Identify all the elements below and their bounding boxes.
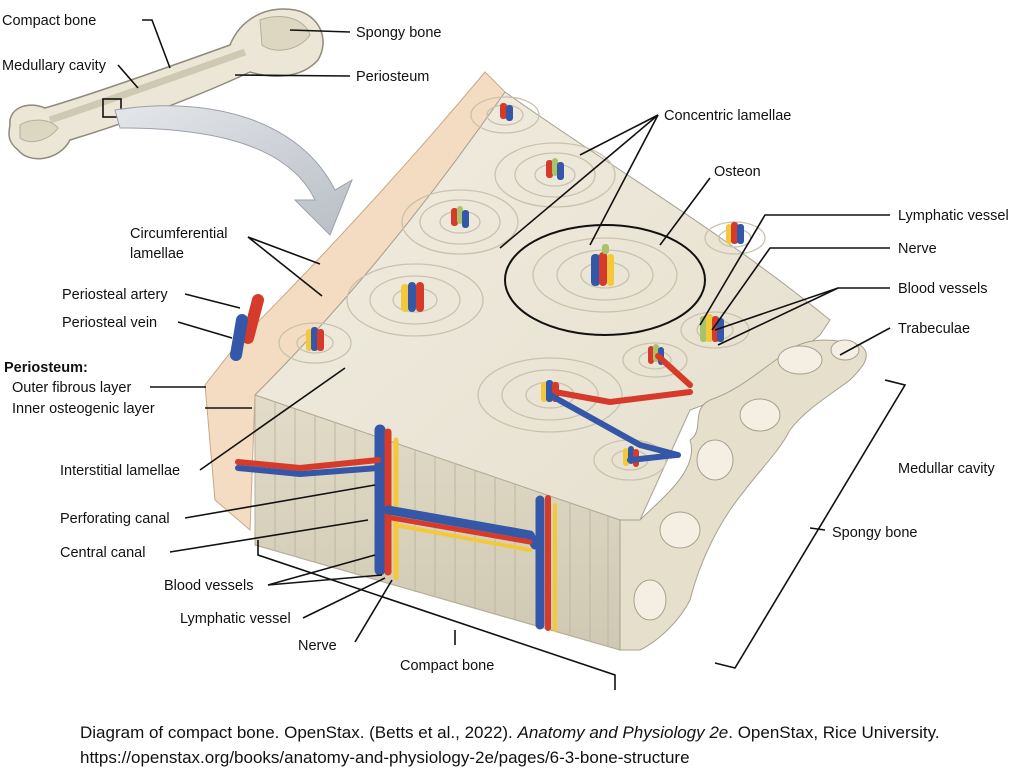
figure-caption: Diagram of compact bone. OpenStax. (Bett…: [80, 720, 1000, 770]
label-periosteal-vein: Periosteal vein: [62, 315, 157, 331]
label-medullary-cavity-top: Medullary cavity: [2, 58, 107, 74]
label-periosteal-artery: Periosteal artery: [62, 287, 168, 303]
label-compact-bone-bottom: Compact bone: [400, 658, 494, 674]
label-trabeculae: Trabeculae: [898, 321, 970, 337]
labels: Compact bone Spongy bone Medullary cavit…: [2, 13, 1009, 674]
caption-part1: Diagram of compact bone. OpenStax. (Bett…: [80, 723, 518, 742]
label-interstitial-lamellae: Interstitial lamellae: [60, 463, 180, 479]
label-circumferential-lamellae-line2: lamellae: [130, 246, 184, 262]
label-nerve-right: Nerve: [898, 241, 937, 257]
label-spongy-bone-top: Spongy bone: [356, 25, 441, 41]
label-blood-vessels-bottom: Blood vessels: [164, 578, 253, 594]
femur-illustration: [8, 8, 324, 160]
label-blood-vessels-right: Blood vessels: [898, 281, 987, 297]
zoom-arrow: [114, 105, 354, 236]
spongy-bone-bracket: [714, 379, 907, 669]
zoom-box: [102, 98, 122, 118]
label-central-canal: Central canal: [60, 545, 145, 561]
label-concentric-lamellae: Concentric lamellae: [664, 108, 791, 124]
label-compact-bone-top: Compact bone: [2, 13, 96, 29]
label-inner-osteogenic-layer: Inner osteogenic layer: [12, 401, 155, 417]
label-lymphatic-vessel-right: Lymphatic vessel: [898, 208, 1009, 224]
compact-bone-bracket: [257, 540, 616, 690]
label-osteon: Osteon: [714, 164, 761, 180]
osteon-outline: [504, 224, 706, 336]
spongy-bone-region: [619, 339, 867, 651]
label-periosteum-top: Periosteum: [356, 69, 429, 85]
label-spongy-bone-right: Spongy bone: [832, 525, 917, 541]
label-periosteum-heading: Periosteum:: [4, 360, 88, 376]
label-perforating-canal: Perforating canal: [60, 511, 170, 527]
caption-italic: Anatomy and Physiology 2e: [517, 723, 729, 742]
leader-lines: [117, 19, 891, 643]
label-nerve-bottom: Nerve: [298, 638, 337, 654]
label-medullar-cavity: Medullar cavity: [898, 461, 995, 477]
label-circumferential-lamellae-line1: Circumferential: [130, 226, 228, 242]
label-lymphatic-vessel-bottom: Lymphatic vessel: [180, 611, 291, 627]
caption-part2: . OpenStax, Rice University. https://ope…: [80, 723, 940, 767]
osteon-2: [494, 142, 616, 208]
perforating-vessels: [230, 294, 693, 632]
label-outer-fibrous-layer: Outer fibrous layer: [12, 380, 131, 396]
